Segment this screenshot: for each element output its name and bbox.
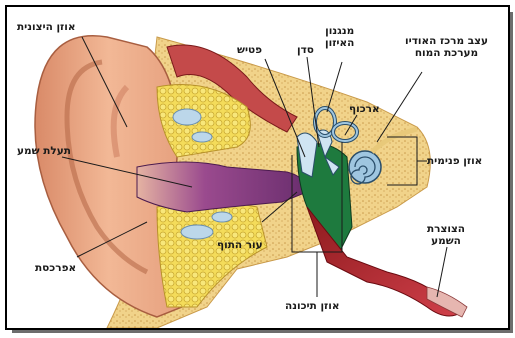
label-ear-canal: תעלת שמע xyxy=(17,145,71,157)
label-nerve: עצב מרכז האודיו מערכת המוח xyxy=(405,35,488,59)
label-anvil: סדן xyxy=(297,44,314,56)
label-nerve-line2: מערכת המוח xyxy=(405,47,488,59)
label-tube: הצוצרת השמע xyxy=(427,223,465,247)
cavity xyxy=(181,225,213,239)
cavity xyxy=(212,212,232,222)
label-eardrum: עור התוף xyxy=(217,239,263,251)
label-cochlea: ארכוף xyxy=(349,103,380,115)
label-nerve-line1: עצב מרכז האודיו xyxy=(405,35,488,47)
label-inner-ear: אוזן פנימית xyxy=(427,155,482,167)
label-balance: מנגנון האיזון xyxy=(325,25,354,49)
label-tube-line1: הצוצרת xyxy=(427,223,465,235)
diagram-frame: אוזן היצונית תעלת שמע אפרכסת פטיש סדן מנ… xyxy=(5,5,510,330)
label-middle-ear: אוזן תיכונה xyxy=(285,300,340,312)
label-hammer: פטיש xyxy=(237,44,262,56)
cochlea xyxy=(349,151,381,184)
label-balance-line2: האיזון xyxy=(325,37,354,49)
label-balance-line1: מנגנון xyxy=(325,25,354,37)
cavity xyxy=(173,109,201,125)
label-tube-line2: השמע xyxy=(427,235,465,247)
label-earlobe: אפרכסת xyxy=(35,262,76,274)
label-outer-ear: אוזן היצונית xyxy=(17,21,76,33)
cavity xyxy=(192,132,212,142)
